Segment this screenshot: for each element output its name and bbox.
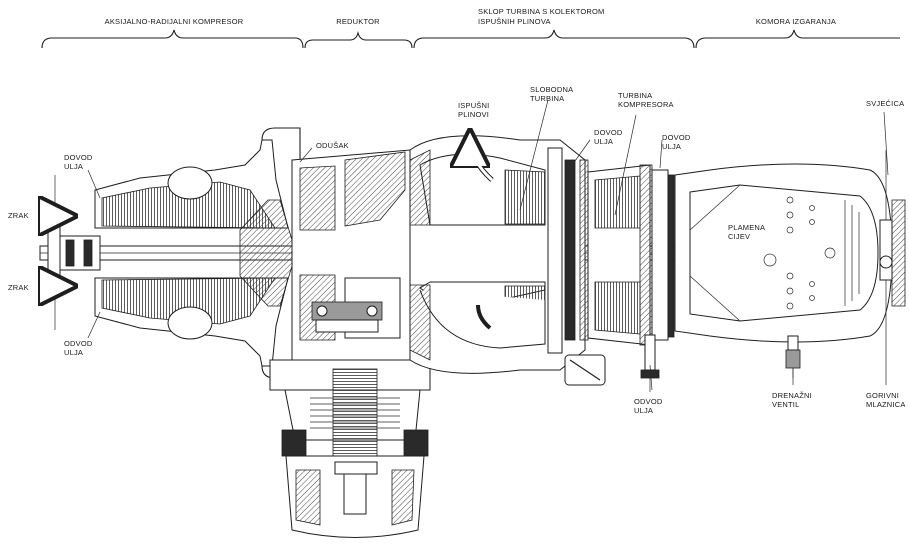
component-labels: ZRAK ZRAK DOVOD ULJA ODVOD ULJA ODUŠAK I… [8, 85, 906, 415]
brace-combustion [695, 29, 900, 49]
brace-turbine [413, 29, 695, 49]
label-oil-out-bottom-1: ODVOD [634, 397, 663, 406]
brace-compressor [41, 29, 304, 49]
label-flame-tube-2: CIJEV [728, 232, 750, 241]
flame-tube-holes [763, 196, 836, 310]
label-oil-out-left-1: ODVOD [64, 339, 93, 348]
leader-lines [87, 99, 889, 391]
label-oil-in-mid-2: ULJA [594, 137, 613, 146]
label-igniter: SVJEĆICA [866, 99, 904, 108]
air-inlet-arrows [42, 216, 68, 286]
label-oil-in-right-2: ULJA [662, 142, 681, 151]
section-title-turbine-line2: ISPUŠNIH PLINOVA [478, 17, 551, 26]
label-oil-out-left-2: ULJA [64, 348, 83, 357]
section-braces [41, 29, 900, 49]
section-title-combustion: KOMORA IZGARANJA [756, 17, 836, 26]
gear-stack [310, 368, 400, 460]
brace-reducer [304, 31, 413, 49]
label-free-turbine-1: SLOBODNA [530, 85, 573, 94]
label-fuel-2: MLAZNICA [866, 400, 906, 409]
label-oil-in-right-1: DOVOD [662, 133, 691, 142]
compressor-section [47, 127, 301, 379]
exhaust-flow-arrow-bottom [476, 304, 492, 330]
section-title-compressor: AKSIJALNO-RADIJALNI KOMPRESOR [105, 17, 244, 26]
label-comp-turbine-2: KOMPRESORA [618, 100, 674, 109]
section-title-reducer: REDUKTOR [336, 17, 380, 26]
label-air-top: ZRAK [8, 211, 29, 220]
turbine-section [409, 136, 675, 392]
label-exhaust-1: ISPUŠNI [458, 101, 489, 110]
section-title-turbine-line1: SKLOP TURBINA S KOLEKTOROM [478, 7, 605, 16]
label-oil-in-left-1: DOVOD [64, 153, 93, 162]
label-free-turbine-2: TURBINA [530, 94, 564, 103]
combustion-section [674, 150, 906, 378]
label-drain-1: DRENAŽNI [772, 391, 812, 400]
label-fuel-1: GORIVNI [866, 391, 899, 400]
label-air-bottom: ZRAK [8, 283, 29, 292]
label-oil-out-bottom-2: ULJA [634, 406, 653, 415]
label-exhaust-2: PLINOVI [458, 110, 489, 119]
label-vent: ODUŠAK [316, 141, 349, 150]
reducer-section [269, 149, 431, 538]
label-drain-2: VENTIL [772, 400, 799, 409]
label-oil-in-left-2: ULJA [64, 162, 83, 171]
label-comp-turbine-1: TURBINA [618, 91, 652, 100]
label-oil-in-mid-1: DOVOD [594, 128, 623, 137]
label-flame-tube-1: PLAMENA [728, 223, 765, 232]
